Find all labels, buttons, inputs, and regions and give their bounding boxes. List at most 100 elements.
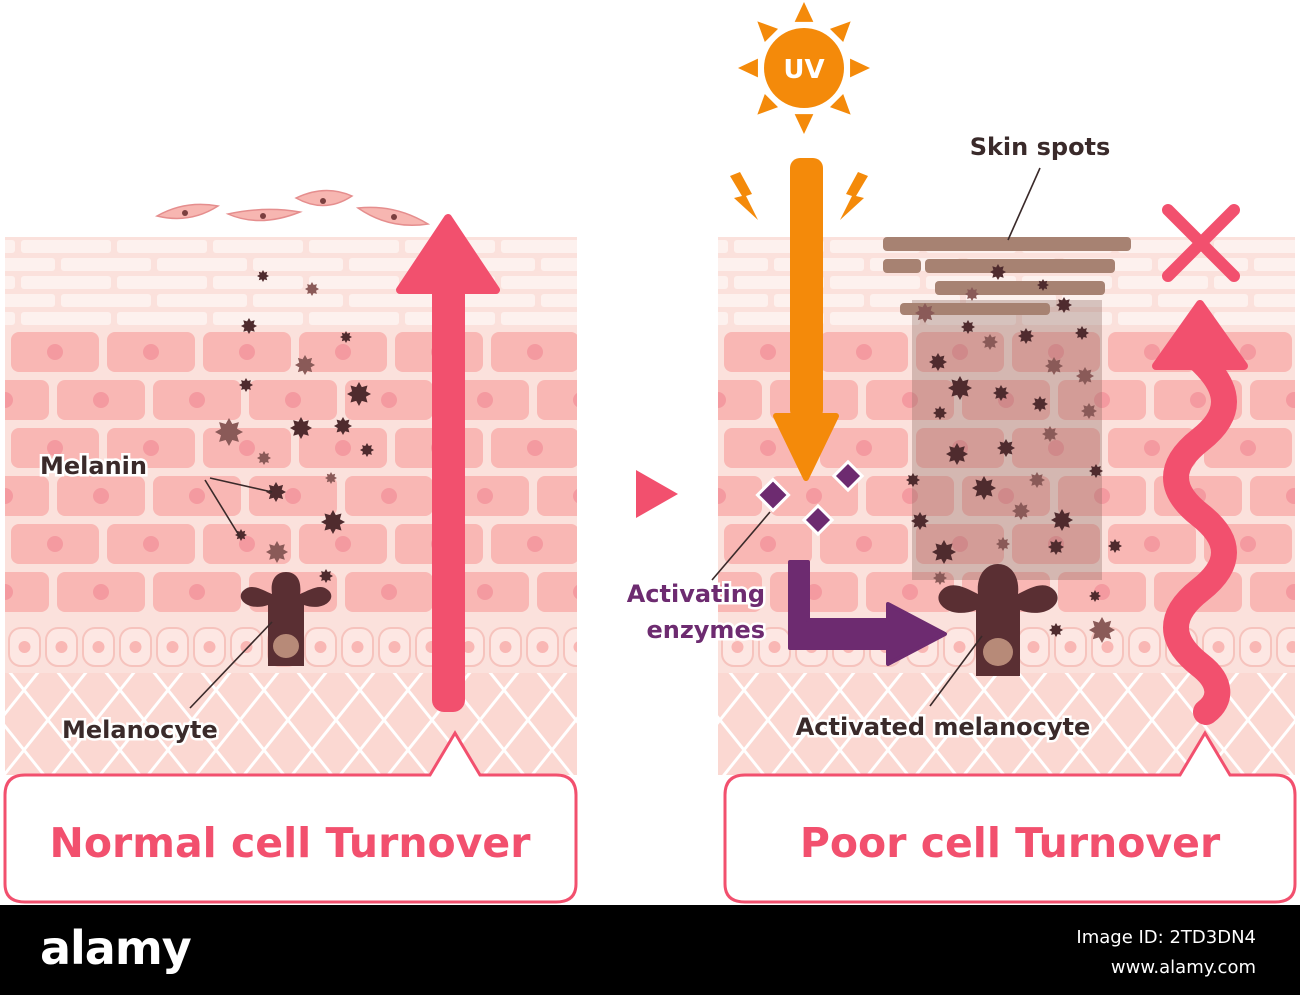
melanin-granule bbox=[915, 303, 935, 323]
melanin-granule bbox=[933, 571, 947, 585]
melanin-granule bbox=[235, 529, 247, 541]
cell-nucleus bbox=[1286, 641, 1295, 653]
melanin-granule bbox=[1075, 326, 1089, 340]
label-pointer-lines-left bbox=[189, 477, 273, 709]
cell-nucleus bbox=[1286, 488, 1295, 504]
epidermis-cell bbox=[1250, 476, 1295, 516]
epidermis-cell bbox=[718, 572, 762, 612]
stratum-corneum-cell bbox=[61, 294, 151, 307]
melanin-granule bbox=[982, 334, 998, 350]
cell-nucleus bbox=[47, 344, 63, 360]
melanin-granule bbox=[347, 382, 371, 406]
cell-nucleus bbox=[189, 488, 205, 504]
cell-nucleus bbox=[952, 344, 968, 360]
impaired-turnover-arrow bbox=[1152, 300, 1248, 725]
stratum-corneum-cell bbox=[830, 312, 920, 325]
cell-nucleus bbox=[47, 536, 63, 552]
cell-nucleus bbox=[718, 584, 726, 600]
cell-nucleus bbox=[1212, 641, 1225, 653]
stratum-corneum-cell bbox=[830, 276, 920, 289]
cell-nucleus bbox=[47, 440, 63, 456]
poor-turnover-callout: Poor cell Turnover bbox=[723, 730, 1297, 904]
stratum-corneum-cell bbox=[1022, 312, 1112, 325]
cell-nucleus bbox=[1101, 641, 1114, 653]
epidermis-cell bbox=[0, 524, 3, 564]
melanin-granule bbox=[321, 510, 345, 534]
cell-nucleus bbox=[536, 641, 549, 653]
site-url-text: www.alamy.com bbox=[1110, 957, 1256, 978]
melanin-granule bbox=[972, 476, 996, 500]
cell-nucleus bbox=[388, 641, 401, 653]
cell-nucleus bbox=[952, 536, 968, 552]
cell-nucleus bbox=[760, 440, 776, 456]
epidermis-cell bbox=[537, 572, 577, 612]
melanocyte-label: Melanocyte bbox=[62, 716, 218, 744]
stratum-corneum-cell bbox=[157, 294, 247, 307]
stratum-corneum-cell bbox=[541, 258, 577, 271]
epidermis-cell bbox=[5, 380, 49, 420]
cell-nucleus bbox=[351, 641, 364, 653]
melanin-granule bbox=[993, 385, 1009, 401]
cell-nucleus bbox=[335, 536, 351, 552]
stratum-corneum-cell bbox=[157, 258, 247, 271]
cell-nucleus bbox=[1144, 344, 1160, 360]
epidermis-cell bbox=[1250, 380, 1295, 420]
cell-nucleus bbox=[93, 488, 109, 504]
cell-nucleus bbox=[1249, 641, 1262, 653]
epidermis-cell bbox=[537, 476, 577, 516]
cell-nucleus bbox=[18, 641, 31, 653]
stratum-corneum-cell bbox=[718, 240, 728, 253]
stratum-corneum-cell bbox=[541, 294, 577, 307]
cell-nucleus bbox=[314, 641, 327, 653]
stratum-corneum-cell bbox=[5, 294, 55, 307]
cell-nucleus bbox=[381, 392, 397, 408]
melanin-granule bbox=[965, 287, 979, 301]
epidermis-cell bbox=[0, 332, 3, 372]
cell-nucleus bbox=[239, 344, 255, 360]
melanin-granule bbox=[1056, 297, 1072, 313]
melanin-granule bbox=[1108, 539, 1122, 553]
stratum-corneum-cell bbox=[309, 240, 399, 253]
lightning-icon bbox=[840, 172, 868, 220]
stratum-corneum-cell bbox=[349, 294, 439, 307]
basal-cell bbox=[1276, 627, 1295, 667]
melanin-granule bbox=[266, 541, 288, 563]
stratum-corneum-cell bbox=[117, 276, 207, 289]
stratum-corneum-cell bbox=[61, 258, 151, 271]
stratum-corneum-cell bbox=[5, 312, 15, 325]
uv-label: UV bbox=[783, 55, 824, 85]
epidermis-cell bbox=[0, 428, 3, 468]
stratum-corneum-cell bbox=[445, 294, 535, 307]
cell-nucleus bbox=[1138, 641, 1151, 653]
stratum-corneum-cell bbox=[21, 240, 111, 253]
cell-nucleus bbox=[285, 392, 301, 408]
cell-nucleus bbox=[55, 641, 68, 653]
melanin-granule bbox=[1018, 328, 1034, 344]
cell-nucleus bbox=[953, 641, 966, 653]
cell-nucleus bbox=[92, 641, 105, 653]
epidermis-cell bbox=[628, 524, 716, 564]
stratum-corneum-cell bbox=[1062, 294, 1152, 307]
cell-nucleus bbox=[527, 536, 543, 552]
melanin-granule bbox=[1051, 509, 1073, 531]
melanin-granule bbox=[257, 451, 271, 465]
melanin-granule bbox=[997, 439, 1015, 457]
stratum-corneum-cell bbox=[1118, 240, 1208, 253]
cell-nucleus bbox=[718, 392, 726, 408]
cell-nucleus bbox=[1240, 536, 1256, 552]
uv-arrow-down bbox=[773, 158, 839, 481]
cell-nucleus bbox=[1240, 344, 1256, 360]
stratum-corneum-cell bbox=[1158, 294, 1248, 307]
cell-nucleus bbox=[1240, 440, 1256, 456]
melanin-granule bbox=[1089, 617, 1115, 643]
cell-nucleus bbox=[189, 392, 205, 408]
poor-turnover-caption: Poor cell Turnover bbox=[800, 819, 1221, 867]
melanin-granule bbox=[1081, 403, 1097, 419]
epidermis-cell bbox=[1250, 572, 1295, 612]
stratum-corneum-cell bbox=[501, 312, 577, 325]
stratum-corneum-cell bbox=[213, 276, 303, 289]
sun-ray bbox=[829, 21, 851, 43]
stratum-corneum-cell bbox=[213, 312, 303, 325]
cell-nucleus bbox=[573, 585, 577, 599]
epidermis-cell bbox=[628, 428, 716, 468]
